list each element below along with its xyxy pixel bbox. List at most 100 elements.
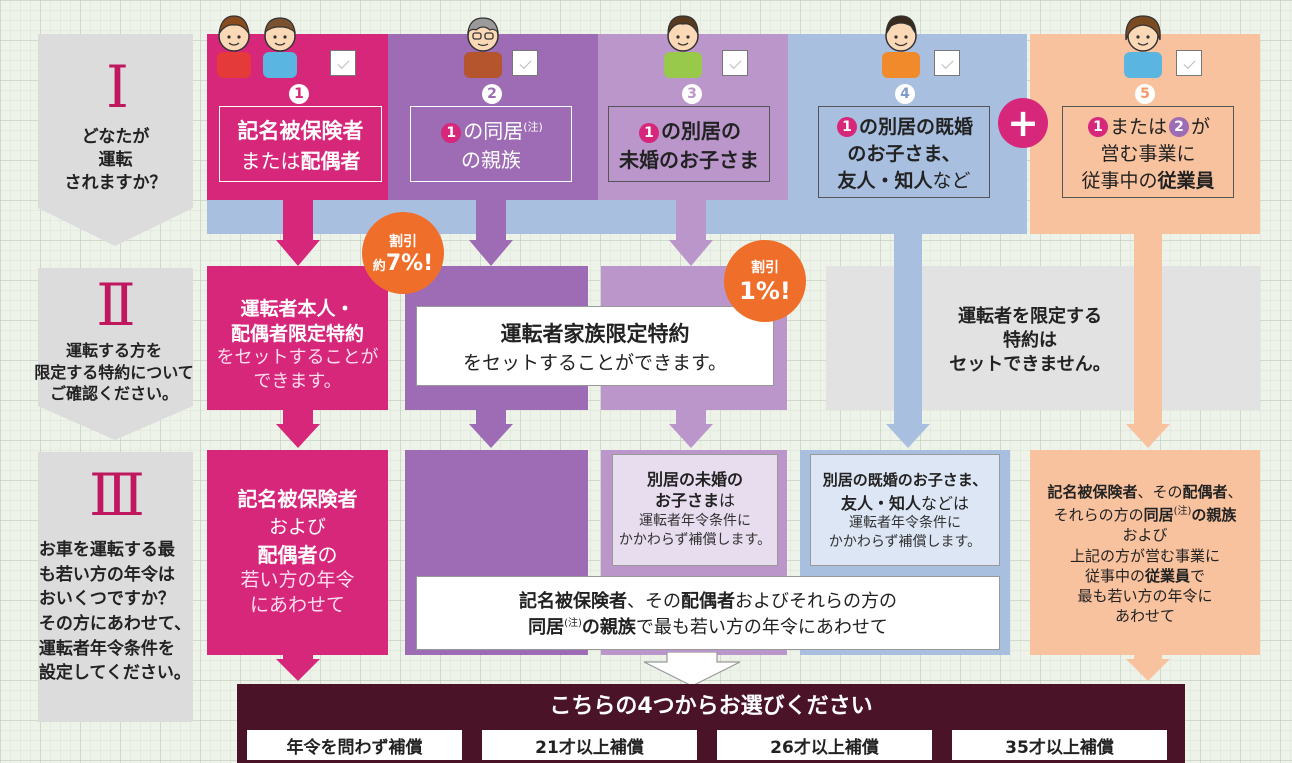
driver-4-number: 4 <box>893 83 917 104</box>
age-married-bold2: 友人・知人 <box>840 493 921 513</box>
step-3: Ⅲ お車を運転する最 も若い方の年令は おいくつですか？ その方にあわせて、 運… <box>20 466 210 716</box>
driver-2-line1: の同居 <box>463 119 524 143</box>
age-employee: 記名被保険者、その配偶者、 それらの方の同居(注)の親族 および 上記の方が営む… <box>1032 456 1258 652</box>
man-icon <box>882 15 920 78</box>
checkbox-driver-3[interactable] <box>722 50 748 76</box>
driver-5-line3-pre: 従事中の <box>1081 169 1158 192</box>
age-family-bold1: 記名被保険者 <box>519 591 627 612</box>
woman-icon <box>1124 15 1162 78</box>
rider-none: 運転者を限定する 特約は セットできません。 <box>900 296 1160 386</box>
option-26-plus[interactable]: 26才以上補償 <box>717 730 932 760</box>
driver-5-ref2: 2 <box>1169 117 1189 137</box>
step-3-number: Ⅲ <box>89 461 145 529</box>
connector-1b <box>283 410 313 424</box>
age-self-spouse-bg <box>207 450 388 655</box>
arrow-5b <box>1126 424 1170 448</box>
driver-3-line2: 未婚のお子さま <box>619 148 759 172</box>
age-emp-bold3: 従業員 <box>1144 566 1190 585</box>
driver-2-ref: 1 <box>441 122 462 143</box>
option-any-age[interactable]: 年令を問わず補償 <box>247 730 462 760</box>
option-any-age-label: 年令を問わず補償 <box>286 737 423 758</box>
step-3-text: お車を運転する最 も若い方の年令は おいくつですか？ その方にあわせて、 運転者… <box>38 540 192 684</box>
arrow-4b <box>886 424 930 448</box>
driver-3-number: 3 <box>680 83 704 104</box>
driver-2-note: (注) <box>523 120 543 134</box>
age-self-spouse-bold1: 記名被保険者 <box>237 486 358 511</box>
step-1: Ⅰ どなたが 運転 されますか？ <box>38 58 193 218</box>
badge-1-top: 割引 <box>751 260 779 276</box>
connector-5c <box>1134 655 1162 661</box>
driver-1-number: 1 <box>287 83 311 104</box>
rider-self-spouse: 運転者本人・ 配偶者限定特約 をセットすることが できます。 <box>207 290 388 400</box>
driver-3-ref: 1 <box>639 122 659 143</box>
option-21-plus[interactable]: 21才以上補償 <box>482 730 697 760</box>
checkbox-driver-1[interactable] <box>330 50 356 76</box>
plus-sign: + <box>1007 101 1039 145</box>
age-emp-bold2: 配偶者 <box>1182 483 1228 502</box>
checkbox-driver-4[interactable] <box>934 50 960 76</box>
step-2-text: 運転する方を 限定する特約について ご確認ください。 <box>34 341 194 404</box>
person-couple-icon <box>217 15 297 78</box>
badge-1-value: 1%! <box>739 277 791 305</box>
driver-4-line3-bold: 友人・知人 <box>837 169 933 192</box>
age-emp-bold1: 記名被保険者 <box>1047 483 1138 502</box>
driver-1-line1: 記名被保険者 <box>237 118 364 143</box>
step-2: Ⅱ 運転する方を 限定する特約について ご確認ください。 <box>14 276 214 406</box>
plus-icon: + <box>998 98 1048 148</box>
elderly-man-icon <box>464 17 502 78</box>
age-self-spouse-tail: の <box>317 542 338 567</box>
arrow-5c <box>1126 659 1170 681</box>
checkbox-driver-5[interactable] <box>1176 50 1202 76</box>
driver-5-ref1: 1 <box>1087 117 1108 137</box>
age-family-bold4: の親族 <box>581 617 636 638</box>
driver-5-line2: 営む事業に <box>1100 142 1196 165</box>
arrow-2b <box>469 424 513 448</box>
driver-1-line2-pre: または <box>240 148 301 173</box>
age-emp-rest: および 上記の方が営む事業に 従事中の <box>1069 526 1220 585</box>
age-family-bold2: 配偶者 <box>681 591 735 612</box>
arrow-1b <box>276 424 320 448</box>
age-child-rest: 運転者年令条件に かかわらず補償します。 <box>618 512 772 548</box>
age-self-spouse-bold2: 配偶者 <box>257 542 318 567</box>
age-emp-line2-pre: それらの方の <box>1053 506 1144 525</box>
driver-5-number: 5 <box>1133 83 1157 104</box>
final-title-text: こちらの4つからお選びください <box>549 694 873 719</box>
option-21-plus-label: 21才以上補償 <box>535 737 644 758</box>
checkbox-driver-2[interactable] <box>512 50 538 76</box>
driver-5-tail: が <box>1191 115 1211 138</box>
age-family-mid2: およびそれらの方の <box>735 591 897 612</box>
age-emp-mid1: 、その <box>1137 483 1183 502</box>
connector-1a <box>283 200 313 240</box>
option-26-plus-label: 26才以上補償 <box>770 737 879 758</box>
arrow-3b <box>669 424 713 448</box>
option-35-plus[interactable]: 35才以上補償 <box>952 730 1167 760</box>
age-child-bold: 別居の未婚の お子さま <box>646 470 743 511</box>
final-title: こちらの4つからお選びください <box>237 686 1185 722</box>
rider-self-spouse-body: をセットすることが できます。 <box>216 347 379 392</box>
connector-5 <box>1134 234 1162 430</box>
badge-7-top: 割引 <box>389 233 417 250</box>
step-2-panel <box>38 268 193 406</box>
rider-self-spouse-title: 運転者本人・ 配偶者限定特約 <box>230 297 364 345</box>
rider-family: 運転者家族限定特約 をセットすることができます。 <box>416 306 774 386</box>
driver-1-label: 記名被保険者 または配偶者 <box>219 106 382 182</box>
rider-none-text: 運転者を限定する 特約は セットできません。 <box>949 305 1111 376</box>
age-family-mid1: 、その <box>627 591 681 612</box>
step-1-arrow-tip <box>38 208 193 246</box>
driver-2-number: 2 <box>480 83 504 104</box>
driver-4-line2: のお子さま、 <box>847 142 961 165</box>
age-emp-tail: で 最も若い方の年令に あわせて <box>1077 566 1213 626</box>
step-2-arrow-tip <box>38 406 193 440</box>
driver-5-line3-bold: 従業員 <box>1157 169 1215 192</box>
age-married-child: 別居の既婚のお子さま、 友人・知人などは 運転者年令条件に かかわらず補償します… <box>810 454 1000 566</box>
arrow-1a <box>276 240 320 266</box>
arrow-2a <box>469 240 513 266</box>
age-family-tail: で最も若い方の年令にあわせて <box>635 617 888 638</box>
rider-family-body: をセットすることができます。 <box>462 351 728 374</box>
driver-1-line2-bold: 配偶者 <box>300 148 361 173</box>
discount-badge-7: 割引 約7%! <box>362 212 444 294</box>
option-35-plus-label: 35才以上補償 <box>1005 737 1114 758</box>
